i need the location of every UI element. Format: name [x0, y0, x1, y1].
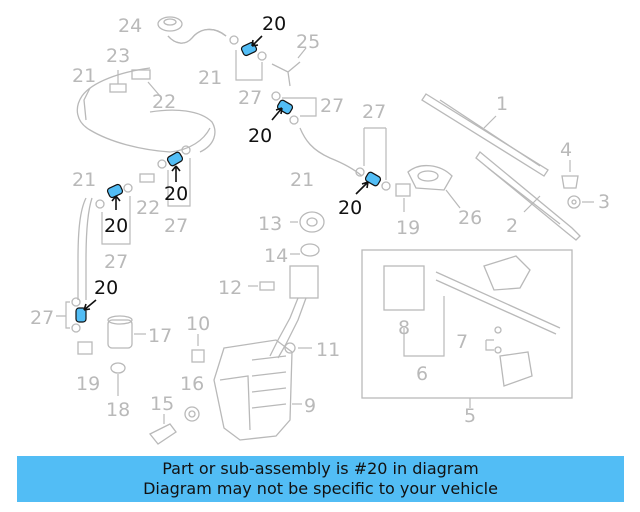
label-20-e: 20 — [338, 197, 362, 219]
label-24: 24 — [118, 15, 142, 37]
wiper-arm-part-2 — [475, 151, 581, 241]
washer-hose-left-vertical — [77, 197, 87, 300]
label-13: 13 — [258, 213, 282, 235]
grommet-part-24 — [157, 16, 183, 32]
label-22-a: 22 — [152, 91, 176, 113]
filler-cap-part-14 — [290, 243, 320, 257]
label-21-c: 21 — [290, 169, 314, 191]
label-21-b: 21 — [198, 67, 222, 89]
banner-line-2: Diagram may not be specific to your vehi… — [143, 479, 498, 498]
label-20-b: 20 — [248, 125, 272, 147]
label-20-c: 20 — [164, 183, 188, 205]
label-10: 10 — [186, 313, 210, 335]
nut-part-3 — [567, 195, 594, 209]
label-26: 26 — [458, 207, 482, 229]
label-23: 23 — [106, 45, 130, 67]
grommet-part-11 — [284, 342, 312, 354]
pump-part-17 — [107, 315, 146, 349]
parts-diagram: 1 2 3 4 5 6 7 8 9 10 11 12 13 14 15 16 1… — [30, 13, 610, 445]
label-19-right: 19 — [396, 217, 420, 239]
label-2: 2 — [506, 215, 518, 237]
label-27-f: 27 — [30, 307, 54, 329]
label-8: 8 — [398, 317, 410, 339]
label-5: 5 — [464, 405, 476, 427]
label-20-d: 20 — [104, 215, 128, 237]
linkage-box-part-5 — [361, 249, 573, 408]
label-9: 9 — [304, 395, 316, 417]
washer-hose-center — [299, 127, 363, 177]
grommet-part-18 — [110, 362, 126, 396]
grommet-part-16 — [184, 406, 200, 422]
label-11: 11 — [316, 339, 340, 361]
label-16: 16 — [180, 373, 204, 395]
label-12: 12 — [218, 277, 242, 299]
label-22-b: 22 — [136, 197, 160, 219]
coupling-part-20-e — [364, 171, 382, 187]
nozzle-part-23 — [109, 70, 127, 93]
nozzle-part-22b — [139, 173, 155, 183]
label-19-left: 19 — [76, 373, 100, 395]
label-27-e: 27 — [104, 251, 128, 273]
cap-part-4 — [561, 160, 579, 189]
washer-hose-left-loop — [76, 67, 211, 153]
label-18: 18 — [106, 399, 130, 421]
bolt-part-12 — [248, 281, 275, 291]
label-20-f: 20 — [94, 277, 118, 299]
sensor-part-15 — [148, 414, 177, 445]
wiper-blade-part-1 — [421, 93, 549, 177]
label-14: 14 — [264, 245, 288, 267]
fittings-part-27 — [71, 35, 391, 333]
clip-part-19 — [395, 183, 411, 212]
seal-part-13 — [290, 211, 325, 233]
leader-lines-27 — [56, 50, 387, 329]
label-1: 1 — [496, 93, 508, 115]
info-banner: Part or sub-assembly is #20 in diagram D… — [17, 456, 624, 502]
label-27-a: 27 — [238, 87, 262, 109]
label-27-d: 27 — [164, 215, 188, 237]
banner-line-1: Part or sub-assembly is #20 in diagram — [162, 459, 479, 478]
label-4: 4 — [560, 139, 572, 161]
coupling-part-20-f — [75, 307, 87, 323]
label-27-b: 27 — [320, 95, 344, 117]
nozzle-part-22 — [131, 69, 161, 97]
label-6: 6 — [416, 363, 428, 385]
clip-part-19b — [77, 341, 93, 355]
label-3: 3 — [598, 191, 610, 213]
bolt-part-10 — [191, 334, 205, 363]
label-21-d: 21 — [72, 169, 96, 191]
connector-part-25 — [271, 47, 307, 87]
label-20-a: 20 — [262, 13, 286, 35]
label-7: 7 — [456, 331, 468, 353]
label-25: 25 — [296, 31, 320, 53]
label-17: 17 — [148, 325, 172, 347]
reservoir-part-9 — [213, 339, 302, 441]
label-27-c: 27 — [362, 101, 386, 123]
label-21-a: 21 — [72, 65, 96, 87]
filler-neck — [269, 265, 319, 359]
arrows-part-20 — [83, 35, 369, 311]
label-15: 15 — [150, 393, 174, 415]
coupling-part-20-d — [106, 183, 124, 199]
nozzle-part-26 — [407, 165, 461, 209]
coupling-part-20-c — [166, 151, 184, 167]
